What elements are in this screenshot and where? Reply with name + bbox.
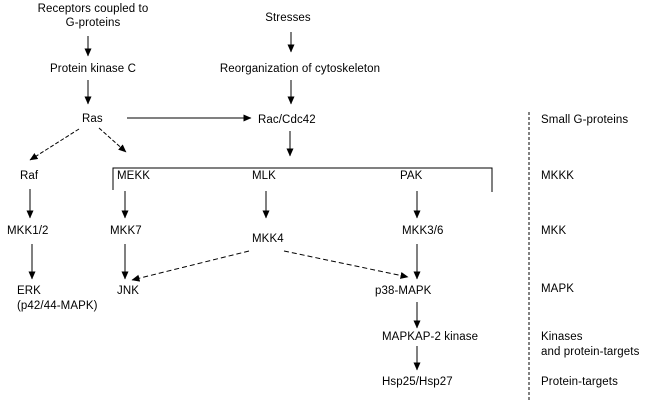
node-raf: Raf (20, 170, 39, 182)
mkkk-group-bracket (112, 167, 493, 192)
node-cytoskeleton-reorganization: Reorganization of cytoskeleton (219, 63, 381, 75)
node-p38-mapk: p38-MAPK (375, 285, 432, 297)
arrow-mkk4-to-jnk (131, 250, 250, 282)
node-pak: PAK (400, 170, 423, 182)
legend-mkkk: MKKK (541, 170, 574, 182)
node-mlk: MLK (252, 170, 276, 182)
node-mekk: MEKK (117, 170, 150, 182)
arrow-ras-to-raf (29, 128, 80, 161)
node-erk-line2: (p42/44-MAPK) (17, 300, 98, 312)
node-hsp25-hsp27: Hsp25/Hsp27 (382, 376, 453, 388)
node-rac-cdc42: Rac/Cdc42 (258, 114, 316, 126)
legend-small-g-proteins: Small G-proteins (541, 114, 629, 126)
arrow-mkk4-to-p38 (283, 250, 409, 279)
legend-mkk: MKK (541, 225, 567, 237)
node-mkk7: MKK7 (110, 225, 142, 237)
arrow-ras-to-mekk (98, 127, 127, 153)
node-mkk4: MKK4 (252, 233, 284, 245)
node-mkk3-6: MKK3/6 (402, 225, 444, 237)
node-ras: Ras (82, 113, 103, 125)
legend-kinases-line1: Kinases (541, 331, 583, 343)
legend-mapk: MAPK (541, 283, 574, 295)
node-receptors: Receptors coupled to G-proteins (38, 2, 149, 30)
node-mkk1-2: MKK1/2 (7, 225, 49, 237)
node-erk-line1: ERK (17, 285, 41, 297)
legend-protein-targets: Protein-targets (541, 376, 618, 388)
node-stresses: Stresses (265, 12, 311, 24)
node-mapkap-2-kinase: MAPKAP-2 kinase (382, 331, 479, 343)
node-receptors-line2: G-proteins (65, 17, 121, 29)
node-jnk: JNK (117, 285, 140, 297)
legend-kinases-and-protein-targets: Kinases and protein-targets (541, 330, 639, 360)
node-protein-kinase-c: Protein kinase C (50, 63, 136, 75)
legend-kinases-line2: and protein-targets (541, 346, 640, 358)
node-erk: ERK (p42/44-MAPK) (17, 284, 98, 314)
node-receptors-line1: Receptors coupled to (37, 3, 149, 15)
